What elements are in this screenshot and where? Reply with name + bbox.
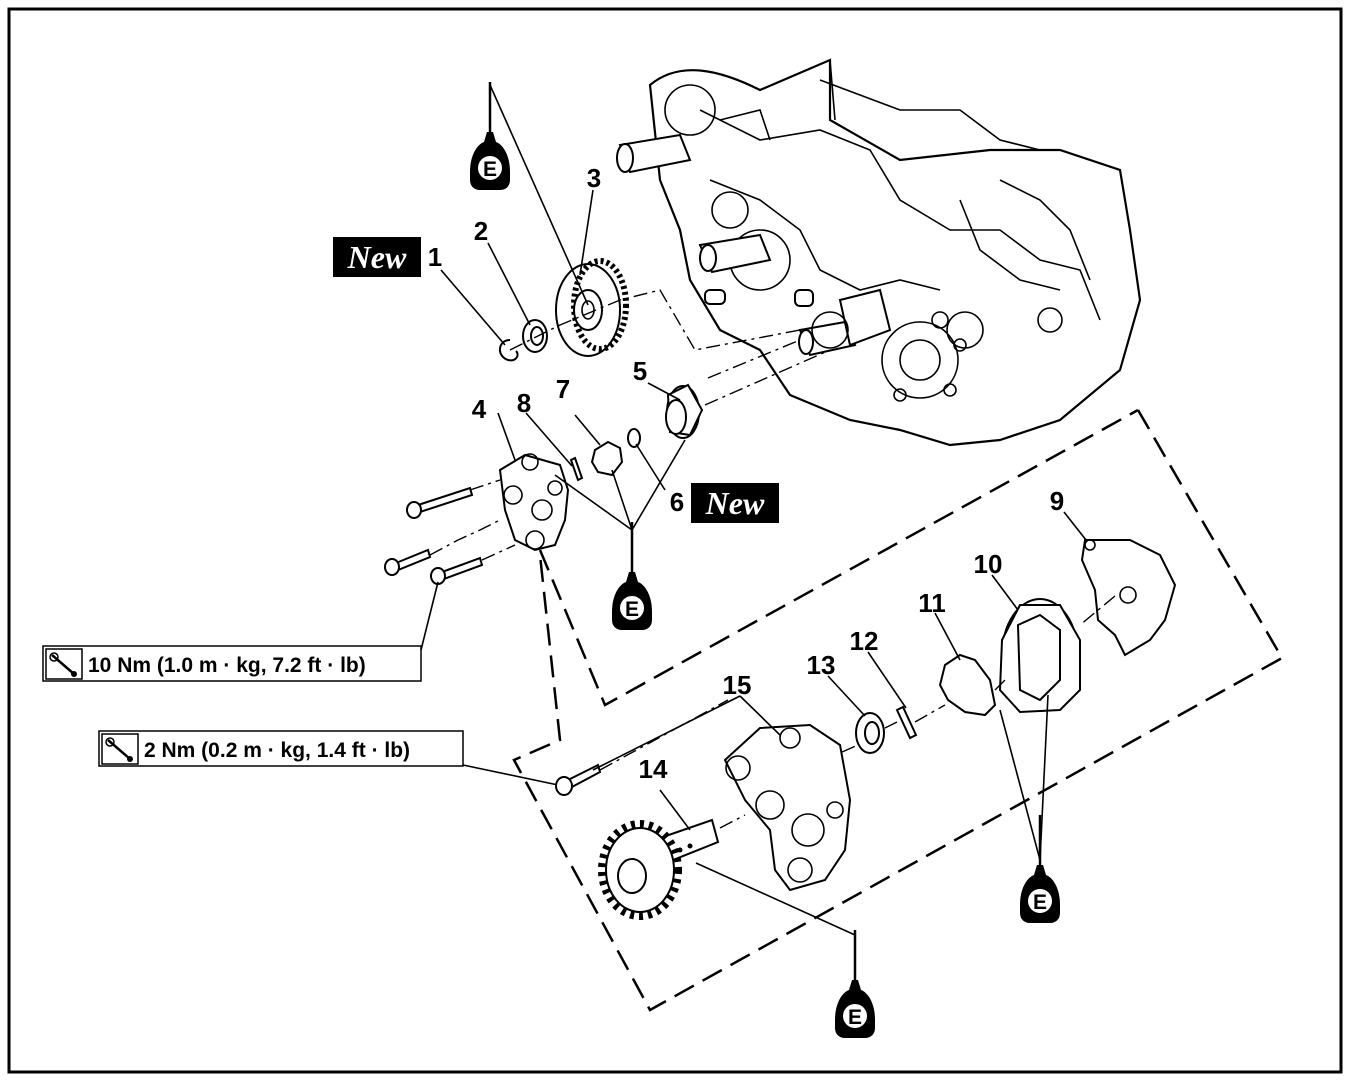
part-pin	[895, 705, 918, 740]
part-dowel-pin	[569, 456, 584, 482]
torque-spec-2nm: 2 Nm (0.2 m · kg, 1.4 ft · lb)	[98, 730, 464, 767]
page-border	[7, 7, 1343, 1074]
callout-3: 3	[587, 163, 601, 193]
part-pump-housing	[498, 453, 570, 552]
torque-spec-2nm-text: 2 Nm (0.2 m · kg, 1.4 ft · lb)	[144, 739, 410, 762]
part-inner-rotor-1	[590, 440, 624, 477]
part-pump-body	[723, 723, 852, 892]
part-drive-gear-shaft	[598, 818, 720, 920]
part-outer-rotor-1	[665, 383, 704, 439]
crankcase-illustration	[616, 58, 1142, 447]
callout-14: 14	[639, 754, 668, 784]
callout-1: 1	[428, 242, 442, 272]
oil-can-icon	[1018, 813, 1062, 925]
part-outer-rotor-2	[998, 598, 1081, 714]
bolt-upper	[406, 486, 474, 519]
oil-can-icon	[468, 80, 512, 192]
part-inner-rotor-2	[938, 653, 997, 717]
torque-wrench-icon	[100, 732, 140, 766]
callout-10: 10	[974, 549, 1003, 579]
callout-7: 7	[556, 374, 570, 404]
part-washer-13	[855, 712, 885, 754]
torque-wrench-icon	[44, 647, 84, 681]
part-washer-small	[627, 428, 641, 448]
new-part-badge: New	[691, 483, 779, 523]
oil-can-icon	[610, 520, 654, 632]
torque-spec-10nm-text: 10 Nm (1.0 m · kg, 7.2 ft · lb)	[88, 654, 366, 677]
callout-12: 12	[850, 626, 879, 656]
screw	[555, 763, 602, 796]
callout-11: 11	[918, 588, 946, 618]
callout-4: 4	[472, 394, 487, 424]
part-cover-plate	[1080, 539, 1177, 657]
oil-can-icon	[833, 928, 877, 1040]
torque-spec-10nm: 10 Nm (1.0 m · kg, 7.2 ft · lb)	[42, 645, 422, 682]
bolt-middle	[384, 548, 432, 576]
callout-9: 9	[1050, 486, 1064, 516]
callout-8: 8	[517, 388, 531, 418]
part-washer	[522, 319, 548, 353]
callout-6: 6	[670, 487, 684, 517]
callout-2: 2	[474, 216, 488, 246]
new-label-text: New	[347, 239, 407, 275]
new-part-badge: New	[333, 237, 421, 277]
part-driven-gear	[555, 258, 629, 357]
callout-5: 5	[633, 356, 647, 386]
callout-15: 15	[723, 670, 752, 700]
bolt-lower	[430, 556, 484, 585]
callout-13: 13	[807, 650, 836, 680]
detail-dashed-outline	[512, 409, 1284, 1012]
new-label-text: New	[705, 485, 765, 521]
